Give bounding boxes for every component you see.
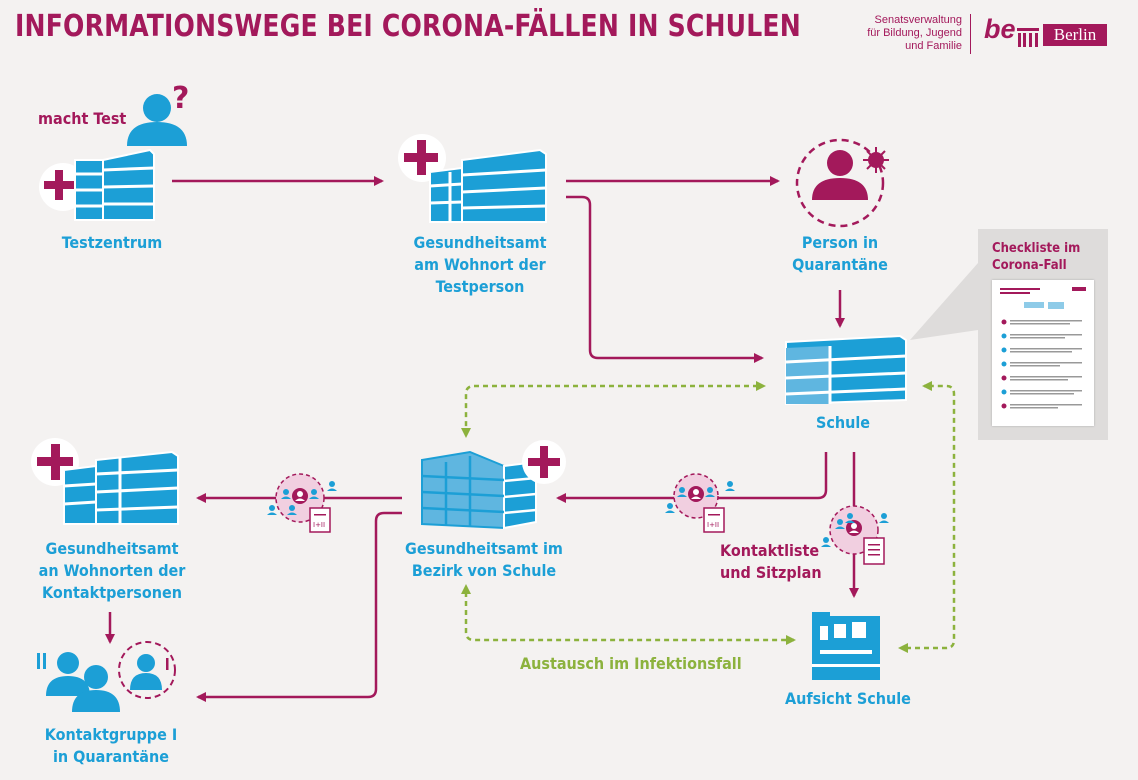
- arrow-green-aufsicht-schule: [898, 381, 956, 653]
- ga-kontakt-line-1: Gesundheitsamt: [45, 539, 179, 558]
- logo-divider: [970, 14, 971, 54]
- be-berlin-logo: be Berlin: [984, 14, 1109, 52]
- ga-kontakt-line-3: Kontaktpersonen: [42, 583, 182, 602]
- senat-logo-text: Senatsverwaltung für Bildung, Jugend und…: [867, 14, 962, 53]
- checklist-document-thumbnail[interactable]: [992, 280, 1094, 426]
- senat-line-1: Senatsverwaltung: [874, 14, 962, 26]
- quarantine-person-icon: [795, 138, 885, 228]
- schule-building-icon: [785, 334, 907, 406]
- kontaktliste-line-1: Kontaktliste: [720, 541, 820, 560]
- arrow-green-schule-ga-bezirk: [461, 381, 766, 438]
- aufsicht-building-icon: [812, 612, 880, 680]
- contact-badge-middle-icon: I+II: [665, 473, 735, 533]
- person-quarantaene-line-1: Person in: [801, 233, 879, 252]
- ga-bezirk-label: Gesundheitsamt im Bezirk von Schule: [394, 538, 574, 582]
- testzentrum-building-icon: [39, 148, 155, 221]
- brandenburg-gate-icon: [1017, 28, 1039, 47]
- arrow-green-ga-bezirk-aufsicht: [461, 584, 796, 645]
- kontaktliste-label: Kontaktliste und Sitzplan: [720, 540, 822, 584]
- person-quarantaene-label: Person in Quarantäne: [780, 232, 900, 276]
- virus-icon: [863, 147, 889, 173]
- kontaktgruppe-label: Kontaktgruppe I in Quarantäne: [36, 724, 186, 768]
- ga-kontakt-label: Gesundheitsamt an Wohnorten der Kontaktp…: [30, 538, 194, 604]
- ga-wohnort-line-3: Testperson: [435, 277, 525, 296]
- checklist-document-preview: [1000, 287, 1086, 409]
- aufsicht-label: Aufsicht Schule: [785, 689, 911, 708]
- checklist-title-line-1: Checkliste im: [992, 241, 1081, 256]
- doc-label-middle: I+II: [707, 521, 719, 529]
- testzentrum-label: Testzentrum: [61, 233, 163, 252]
- arrow-ga-bezirk-to-kontaktgruppe: [196, 511, 402, 702]
- person-quarantaene-line-2: Quarantäne: [792, 255, 888, 274]
- ga-wohnort-building-icon: [398, 134, 547, 223]
- ga-kontakt-line-2: an Wohnorten der: [38, 561, 186, 580]
- person-question-icon: ?: [127, 81, 189, 146]
- berlin-logo-box: Berlin: [1043, 24, 1107, 46]
- schule-label: Schule: [815, 413, 871, 432]
- ga-bezirk-line-1: Gesundheitsamt im: [405, 539, 563, 558]
- kontaktgruppe-people-icon: [37, 641, 176, 712]
- contact-badge-right-icon: [821, 505, 889, 565]
- arrow-ga-to-schule: [566, 195, 764, 363]
- kontaktgruppe-line-1: Kontaktgruppe I: [44, 725, 178, 744]
- ga-wohnort-line-1: Gesundheitsamt: [413, 233, 547, 252]
- ga-wohnort-label: Gesundheitsamt am Wohnort der Testperson: [398, 232, 562, 298]
- checklist-title: Checkliste im Corona-Fall: [992, 240, 1080, 274]
- ga-wohnort-line-2: am Wohnort der: [414, 255, 546, 274]
- senat-line-3: und Familie: [905, 40, 962, 52]
- macht-test-label: macht Test: [38, 109, 127, 128]
- contact-badge-left-icon: I+II: [267, 473, 337, 533]
- ga-bezirk-line-2: Bezirk von Schule: [411, 561, 557, 580]
- ga-kontakt-building-icon: [31, 438, 179, 525]
- senat-line-2: für Bildung, Jugend: [867, 27, 962, 39]
- kontaktgruppe-line-2: in Quarantäne: [52, 747, 170, 766]
- page-title: INFORMATIONSWEGE BEI CORONA-FÄLLEN IN SC…: [15, 9, 801, 44]
- checklist-title-line-2: Corona-Fall: [992, 258, 1067, 273]
- be-logo-text: be: [984, 14, 1016, 44]
- ga-bezirk-building-icon: [421, 440, 566, 530]
- kontaktliste-line-2: und Sitzplan: [720, 563, 822, 582]
- arrow-schule-to-ga-bezirk: [556, 452, 828, 503]
- svg-text:?: ?: [172, 81, 189, 116]
- doc-label-left: I+II: [313, 521, 325, 529]
- austausch-label: Austausch im Infektionsfall: [520, 654, 742, 673]
